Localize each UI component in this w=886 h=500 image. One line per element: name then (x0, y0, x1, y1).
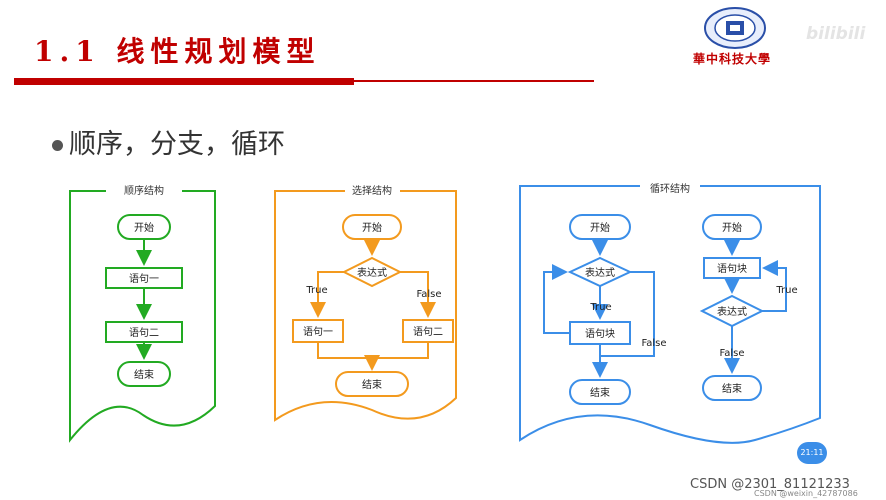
while-loop-back-path (543, 264, 570, 334)
selection-true-label: True (305, 285, 327, 296)
sequence-start-label: 开始 (134, 221, 154, 234)
selection-title: 选择结构 (352, 184, 392, 197)
while-true-label: True (589, 302, 611, 313)
sequence-end-label: 结束 (134, 368, 154, 381)
bullet-dot-icon (52, 140, 63, 151)
while-false-path (600, 271, 655, 357)
selection-start-label: 开始 (362, 221, 382, 234)
bilibili-watermark: bilibili (806, 24, 866, 44)
sequence-step1-label: 语句一 (129, 272, 159, 285)
university-name: 華中科技大學 (693, 52, 772, 66)
selection-false-path (400, 271, 436, 318)
dowhile-true-label: True (775, 285, 797, 296)
dowhile-body-label: 语句块 (717, 262, 747, 275)
selection-true-path (310, 271, 344, 318)
sequence-title: 顺序结构 (124, 184, 164, 197)
dowhile-false-label: False (719, 348, 744, 359)
csdn-watermark: CSDN @2301_81121233 (690, 477, 850, 492)
while-end-label: 结束 (590, 386, 610, 399)
slide-title: 1.1 线性规划模型 (34, 35, 321, 68)
selection-end-label: 结束 (362, 378, 382, 391)
bullet-text: 顺序，分支，循环 (69, 129, 285, 160)
bullet-point: 顺序，分支，循环 (52, 122, 285, 161)
selection-diagram: 选择结构 开始 表达式 True False 语句一 语句二 结束 (274, 184, 457, 422)
while-end-node (569, 379, 631, 405)
selection-merge-path (317, 342, 429, 359)
selection-condition-node (341, 256, 403, 288)
while-body-label: 语句块 (585, 327, 615, 340)
do-while-loop: 开始 语句块 表达式 True False 结束 (699, 214, 798, 401)
university-logo-icon (704, 7, 766, 49)
sequence-frame (69, 190, 216, 443)
dowhile-condition-label: 表达式 (717, 305, 747, 318)
while-condition-label: 表达式 (585, 266, 615, 279)
dowhile-end-label: 结束 (722, 382, 742, 395)
title-underline-line (354, 80, 594, 82)
selection-frame (274, 190, 457, 422)
selection-end-node (335, 371, 409, 397)
sequence-end-node (117, 361, 171, 387)
loop-title: 循环结构 (650, 182, 690, 195)
page-badge: 21:11 (797, 442, 827, 464)
selection-condition-label: 表达式 (357, 266, 387, 279)
sequence-diagram: 顺序结构 开始 语句一 语句二 结束 (69, 184, 216, 443)
selection-false-label: False (416, 289, 441, 300)
csdn-small-watermark: CSDN @weixin_42787086 (754, 489, 858, 498)
loop-diagram: 循环结构 开始 表达式 True 语句块 False 结束 开始 语句 (519, 182, 821, 444)
while-loop: 开始 表达式 True 语句块 False 结束 (543, 214, 667, 405)
title-underline-bar (14, 78, 354, 85)
while-start-label: 开始 (590, 221, 610, 234)
selection-false-branch-label: 语句二 (413, 325, 443, 338)
while-false-label: False (641, 338, 666, 349)
loop-frame (519, 185, 821, 444)
dowhile-start-label: 开始 (722, 221, 742, 234)
sequence-step2-label: 语句二 (129, 326, 159, 339)
selection-true-branch-label: 语句一 (303, 325, 333, 338)
dowhile-end-node (702, 375, 762, 401)
dowhile-loop-back-path (762, 260, 787, 312)
